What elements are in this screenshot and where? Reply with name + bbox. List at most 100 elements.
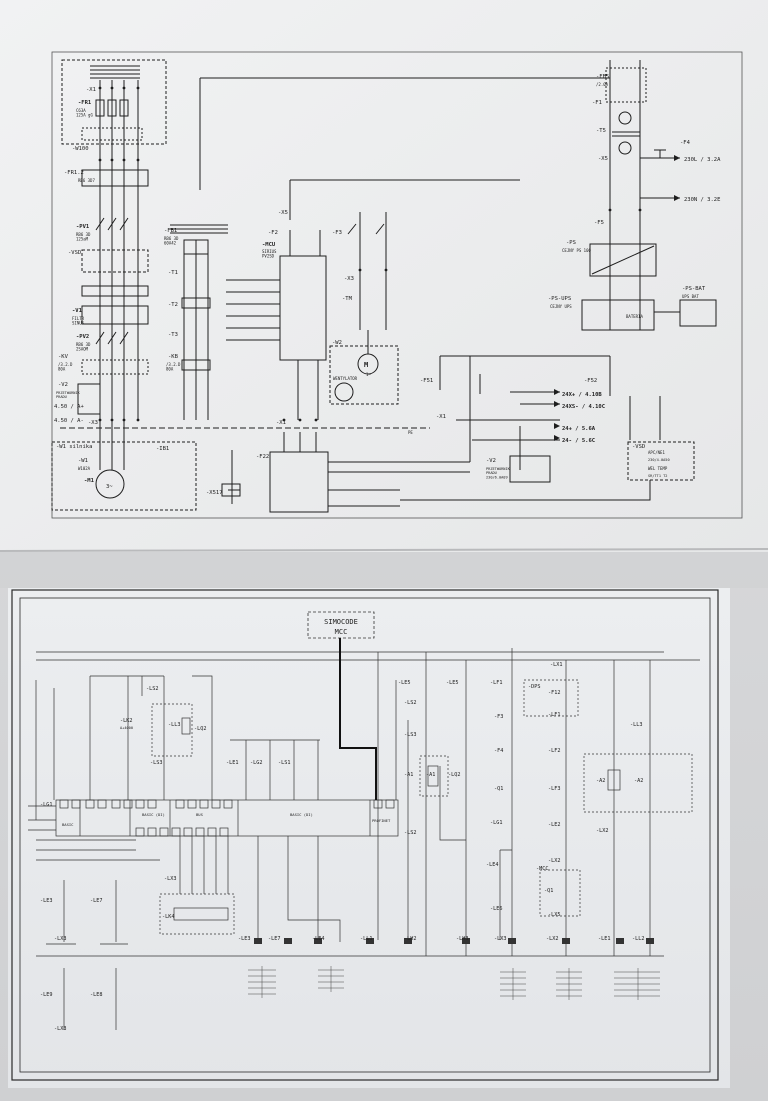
lx5-tag: -LX5 (548, 912, 561, 918)
x5-tag: -X5 (278, 210, 288, 216)
ll1-tag: -LL1 (360, 936, 373, 942)
ib1-tag: -IB1 (156, 446, 169, 452)
q1-tag: -Q1 (494, 786, 503, 792)
ll2-tag: -LL2 (632, 936, 645, 942)
lg2-tag: -LG2 (250, 760, 263, 766)
lq2b-tag: -LQ2 (448, 772, 461, 778)
out-230l: 230L / 3.2A (684, 157, 721, 163)
le8-tag: -LE8 (90, 992, 103, 998)
le6-tag: -LE6 (490, 906, 503, 912)
a450b-label: 4.50 / A- (54, 418, 84, 424)
lk2-tag: -LK2 (120, 718, 133, 724)
lh3-tag: -LH3 (456, 936, 469, 942)
ps-ups-tag: -PS-UPS (548, 296, 571, 302)
dps-tag: -DPS (528, 684, 541, 690)
fb5-spec: /2.0A (596, 82, 609, 87)
lh2-tag: -LH2 (404, 936, 417, 942)
x3-tag: -X3 (88, 420, 98, 426)
bottom-sheet: SIMOCODE MCC (8, 588, 730, 1088)
lk2-sub: A+4000 (120, 726, 133, 730)
a450a-label: 4.50 / A+ (54, 404, 84, 410)
w100-tag: -W100 (72, 146, 89, 152)
v2b-tag: -V2 (486, 458, 496, 464)
le9-tag: -LE9 (40, 992, 53, 998)
fr1-2-tag: -FR1.2 (64, 170, 84, 176)
ls2b-tag: -LS2 (404, 700, 417, 706)
x3b-tag: -X3 (344, 276, 354, 282)
ls3-tag: -LS3 (150, 760, 163, 766)
lq2-tag: -LQ2 (194, 726, 207, 732)
lx1-tag: -LX1 (550, 662, 563, 668)
f5-tag: -F5 (594, 220, 604, 226)
fr1-2-spec: RB6 3D7 (78, 178, 95, 183)
ps-spec: CEJNY PS 100 (562, 248, 591, 253)
lx2-tag: -LX2 (546, 936, 559, 942)
f4a-tag: -F4 (494, 748, 503, 754)
lf3-tag: -LF3 (548, 786, 561, 792)
module-basic: BASIC (62, 822, 73, 827)
kb-tag: -KB (168, 354, 179, 360)
ls2c-tag: -LS2 (404, 830, 417, 836)
x5b-tag: -X5 (598, 156, 608, 162)
fr1-tag: -FR1 (78, 100, 92, 106)
a1-tag: -A1 (404, 772, 413, 778)
le3b-tag: -LE3 (40, 898, 53, 904)
f3-tag: -F3 (332, 230, 342, 236)
a1b-tag: -A1 (426, 772, 435, 778)
fb5-tag: -FB5 (596, 74, 609, 80)
pe-label: PE (408, 430, 413, 435)
x1b-tag: -X1 (276, 420, 286, 426)
a2b-tag: -A2 (634, 778, 643, 784)
w1b-sub: W102A (78, 466, 91, 471)
x1c-tag: -X1 (436, 414, 446, 420)
ps-bat-spec: UPS BAT (682, 294, 699, 299)
f1-tag: -F1 (592, 100, 602, 106)
lf2-tag: -LF2 (548, 748, 561, 754)
out-24b: 24XS- / 4.10C (562, 404, 605, 410)
w2-tag: -W2 (332, 340, 342, 346)
f2-tag: -F2 (268, 230, 278, 236)
out-230n: 230N / 3.2E (684, 197, 720, 203)
mcu-tag: -MCU (262, 242, 276, 248)
t5-tag: -T5 (596, 128, 606, 134)
kv-tag: -KV (58, 354, 69, 360)
lg1b-tag: -LG1 (490, 820, 503, 826)
ls3b-tag: -LS3 (404, 732, 417, 738)
mcc-tag: -MCC (536, 866, 549, 872)
lf1b-tag: -LF1 (548, 712, 561, 718)
bateria-label: BATERIA (626, 314, 643, 319)
out-24c: 24+ / 5.6A (562, 426, 596, 432)
le3-tag: -LE3 (238, 936, 251, 942)
le7-tag: -LE7 (268, 936, 281, 942)
f51-tag: -F51 (420, 378, 433, 384)
f12-tag: -F12 (548, 690, 561, 696)
ps-ups-spec: CEJNY UPS (550, 304, 572, 309)
vsd2-tag: -VSD (632, 444, 645, 450)
tm-tag: -TM (342, 296, 353, 302)
le7b-tag: -LE7 (90, 898, 103, 904)
fan-motor-sub: 1~ (366, 372, 371, 377)
t1-tag: -T1 (168, 270, 178, 276)
v1-tag: -V1 (72, 308, 83, 314)
module-basic-di-2: BASIC (DI) (290, 812, 313, 817)
m1-spec: 3~ (106, 484, 113, 490)
le5-tag: -LE5 (398, 680, 411, 686)
f22-tag: -F22 (256, 454, 269, 460)
apc-spec: 230/4.0A50 (648, 458, 670, 462)
ps-tag: -PS (566, 240, 576, 246)
t2-tag: -T2 (168, 302, 178, 308)
wel-temp-tag: WEL TEMP (648, 466, 668, 471)
apc-tag: APC/NE1 (648, 450, 665, 455)
pv2-tag: -PV2 (76, 334, 89, 340)
le5b-tag: -LE5 (446, 680, 459, 686)
